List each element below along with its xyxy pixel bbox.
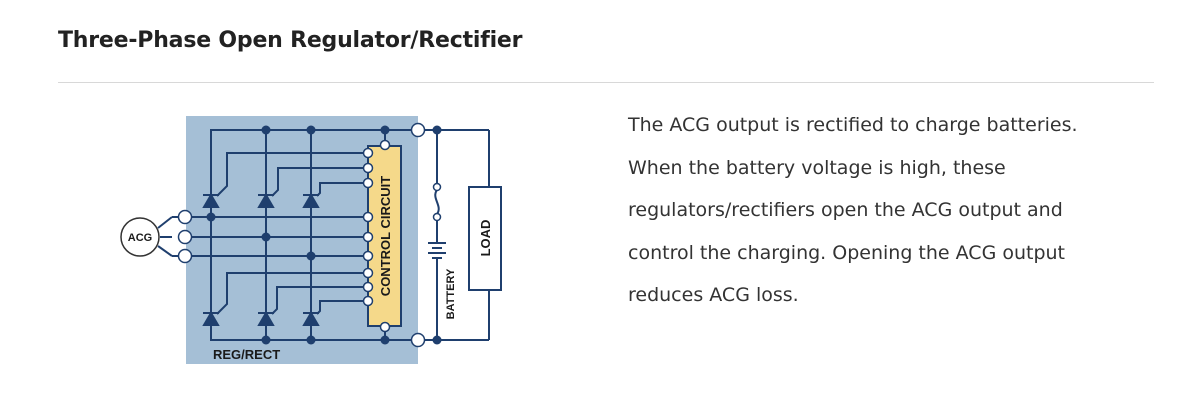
description-line: reduces ACG loss. <box>628 284 799 306</box>
section-divider <box>58 82 1154 83</box>
battery-icon <box>428 242 446 259</box>
fuse-icon <box>432 182 442 222</box>
output-terminals <box>410 122 426 348</box>
diodes <box>202 193 320 326</box>
load-block <box>468 186 502 291</box>
control-circuit-label: CONTROL CIRCUIT <box>378 176 393 296</box>
control-terminals <box>362 139 391 333</box>
battery-label: BATTERY <box>445 268 457 319</box>
wiring <box>157 129 490 341</box>
control-circuit-block <box>367 145 402 327</box>
description-line: regulators/rectifiers open the ACG outpu… <box>628 199 1063 221</box>
description-line: The ACG output is rectified to charge ba… <box>628 114 1078 136</box>
reg-rect-label: REG/RECT <box>213 347 280 362</box>
diode-icon <box>302 193 320 208</box>
section-title: Three-Phase Open Regulator/Rectifier <box>58 28 523 53</box>
junction-dots <box>206 125 442 345</box>
regulator-rectifier-diagram: CONTROL CIRCUIT ACG BATTERY <box>120 116 502 364</box>
diode-icon <box>257 193 275 208</box>
acg-terminals <box>177 209 193 264</box>
description-line: When the battery voltage is high, these <box>628 156 1006 179</box>
diode-icon <box>257 311 275 326</box>
acg-label: ACG <box>128 232 152 244</box>
diode-icon <box>202 311 220 326</box>
description-line: control the charging. Opening the ACG ou… <box>628 241 1065 264</box>
diode-icon <box>202 193 220 208</box>
load-label: LOAD <box>478 220 493 257</box>
description: The ACG output is rectified to charge ba… <box>628 104 1188 317</box>
acg-generator-icon <box>120 217 160 257</box>
diode-icon <box>302 311 320 326</box>
